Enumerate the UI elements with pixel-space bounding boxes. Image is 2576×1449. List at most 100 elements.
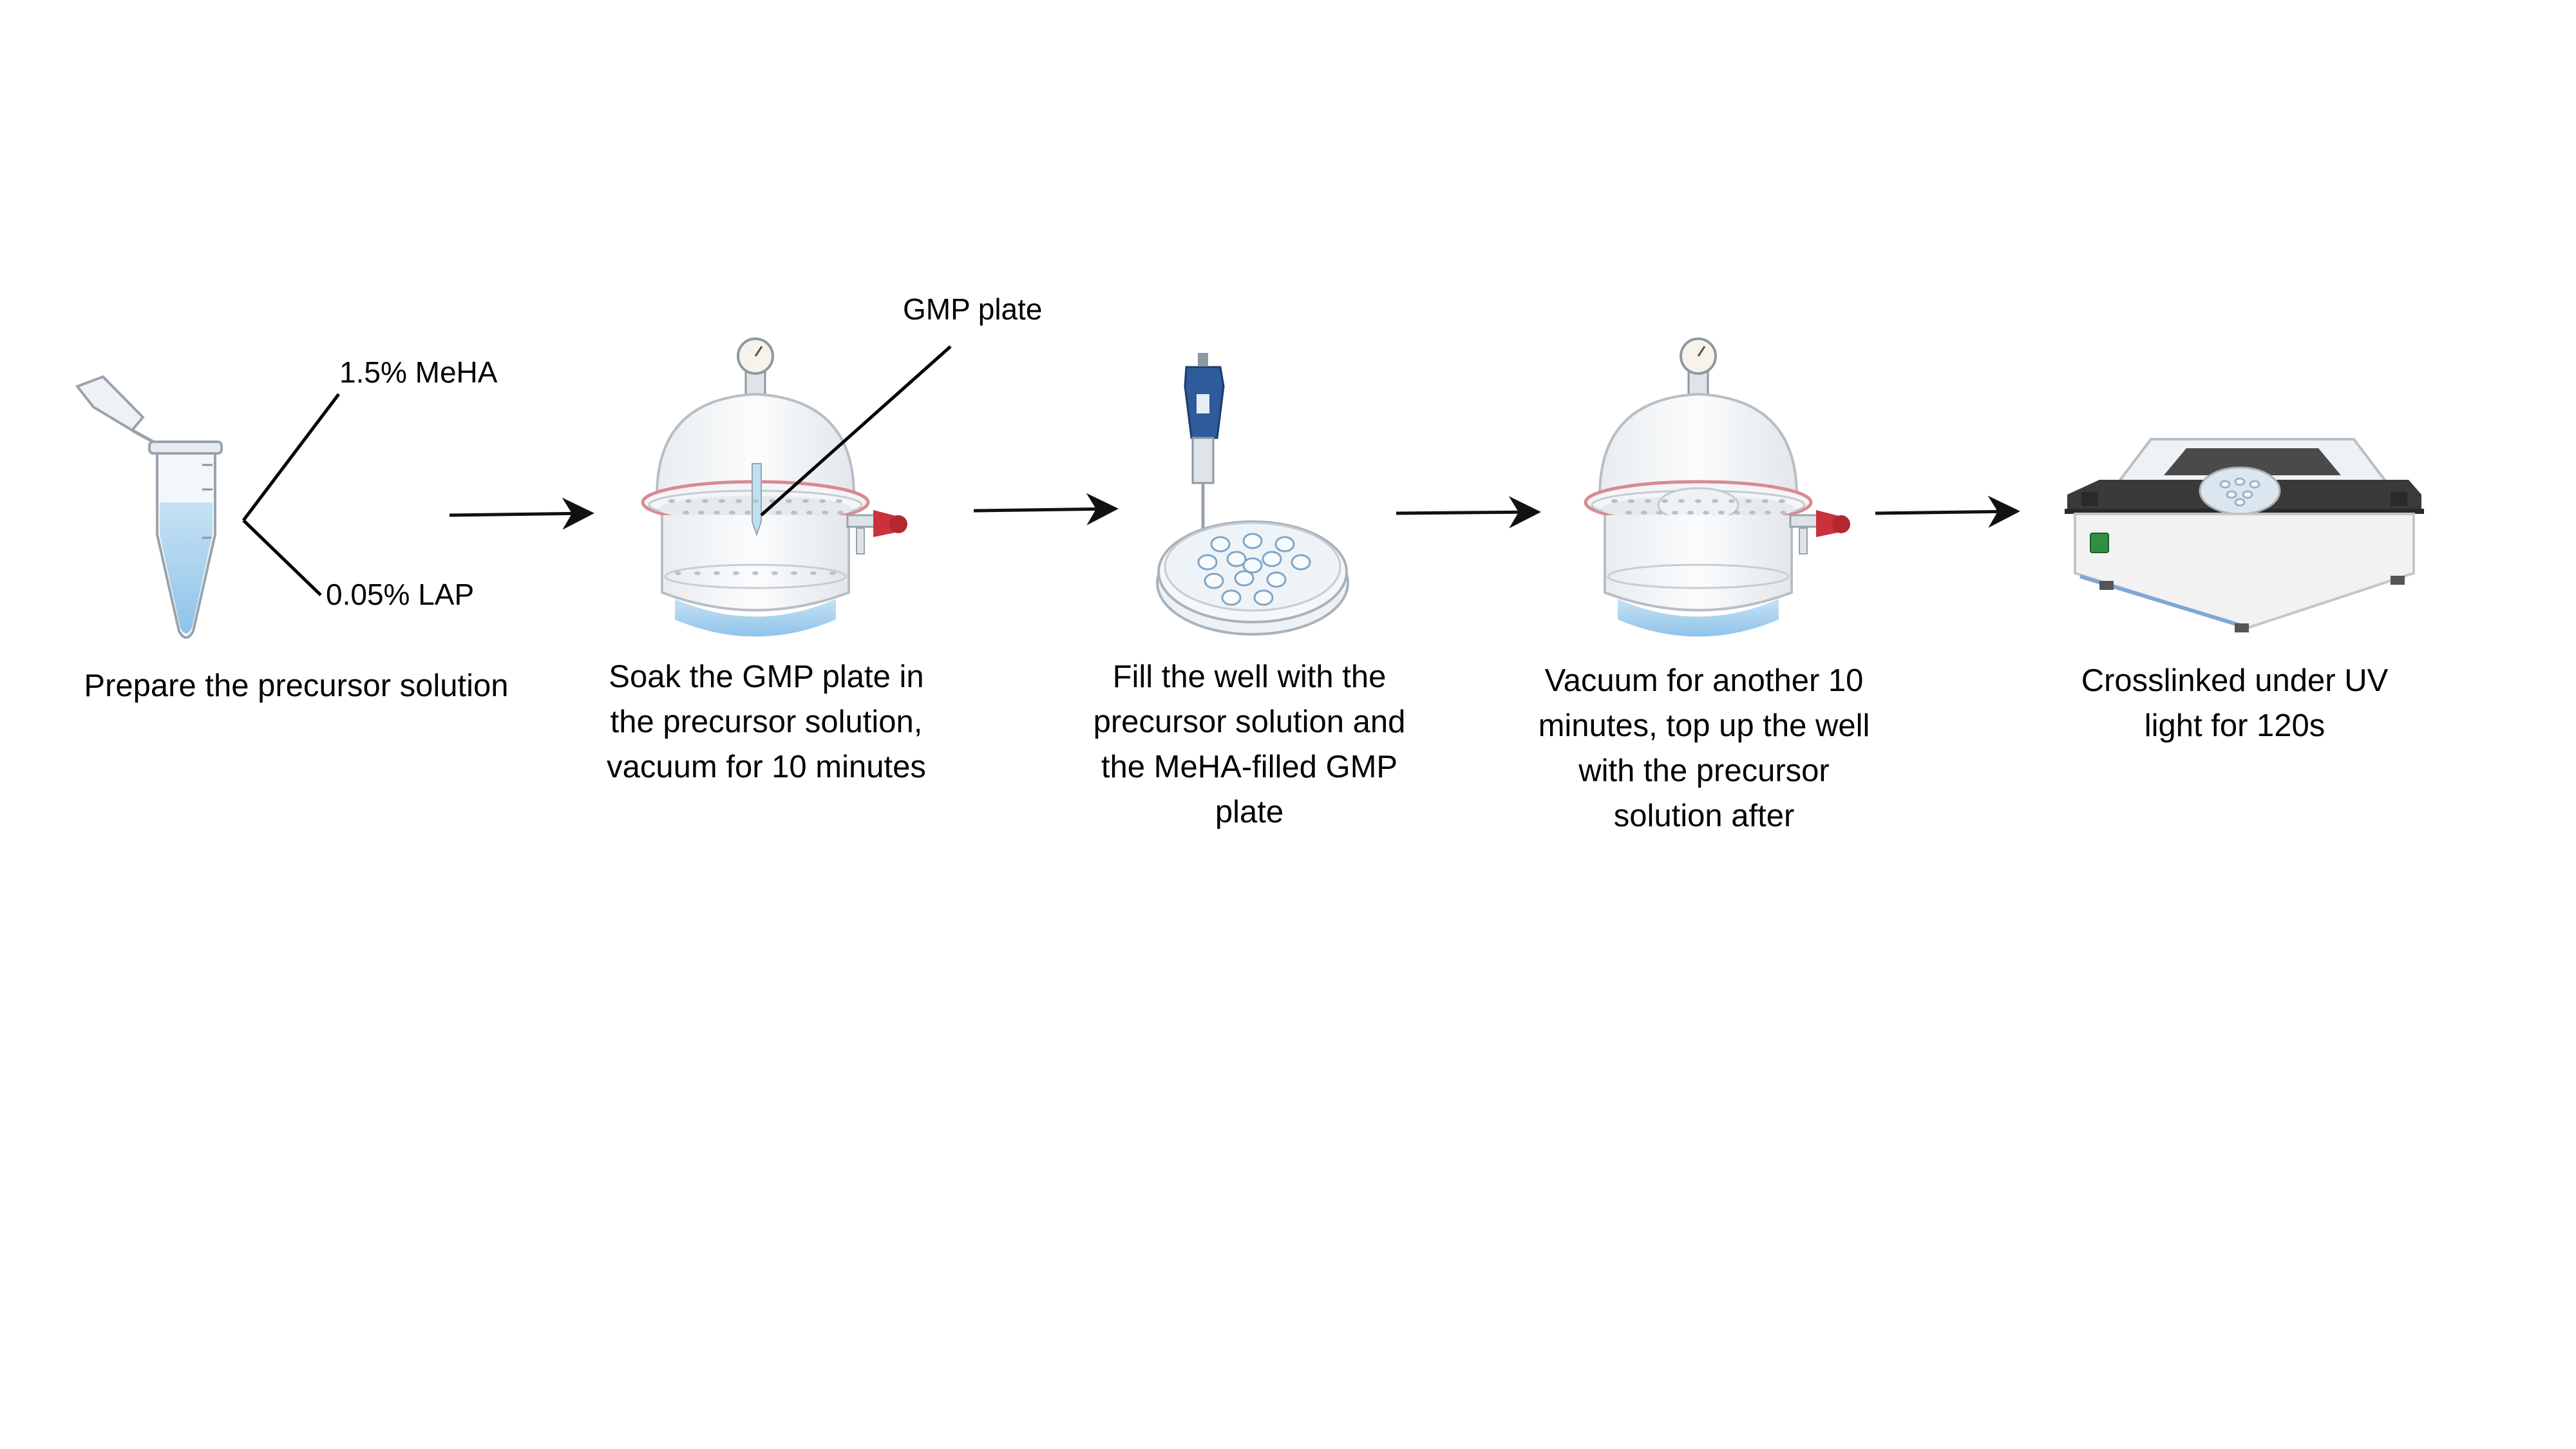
plate-hole xyxy=(1656,511,1663,515)
plate-hole xyxy=(802,499,809,503)
plate-hole xyxy=(1662,499,1668,503)
plate-well xyxy=(1210,536,1231,553)
gmp-plate-pointer-line xyxy=(760,345,952,516)
arrow-step2-to-step3 xyxy=(973,493,1119,526)
plate-well xyxy=(1234,570,1255,587)
uv-crosslinker-icon xyxy=(2065,438,2424,632)
plate-well xyxy=(1204,573,1224,589)
lap-label: 0.05% LAP xyxy=(326,578,475,611)
plate-hole xyxy=(1703,511,1709,515)
plate-hole xyxy=(1712,499,1718,503)
plate-hole xyxy=(733,571,739,575)
plate-well xyxy=(1253,589,1274,606)
step-2-caption-line: the precursor solution, xyxy=(610,705,923,739)
plate-well xyxy=(1221,589,1242,606)
plate-hole xyxy=(752,499,759,503)
step-4-caption-line: Vacuum for another 10 xyxy=(1544,663,1864,698)
plate-hole xyxy=(1611,499,1618,503)
plate-hole xyxy=(729,511,735,515)
plate-hole xyxy=(1628,499,1634,503)
plate-well xyxy=(2249,480,2260,489)
plate-well xyxy=(2234,498,2246,507)
plate-hole xyxy=(829,571,836,575)
arrow-step4-to-step5 xyxy=(1875,495,2020,528)
pipette-icon xyxy=(1184,353,1225,554)
flow-arrows xyxy=(449,493,2020,530)
plate-well xyxy=(1242,557,1263,574)
reagent-branch-lines xyxy=(242,393,340,596)
crosslinker-plate-wells xyxy=(2219,477,2260,507)
arrow-step3-to-step4 xyxy=(1396,496,1541,529)
plate-well xyxy=(2234,477,2246,486)
plate-hole xyxy=(1687,511,1694,515)
plate-hole xyxy=(822,511,828,515)
plate-hole xyxy=(1779,499,1785,503)
plate-well xyxy=(1274,536,1295,553)
plate-well xyxy=(1242,533,1263,549)
plate-hole xyxy=(1745,499,1752,503)
step-2-caption-line: Soak the GMP plate in xyxy=(609,659,924,694)
plate-well xyxy=(1266,571,1287,588)
plate-hole xyxy=(1718,511,1725,515)
plate-hole xyxy=(1762,499,1768,503)
plate-hole xyxy=(714,571,720,575)
plate-hole xyxy=(791,511,797,515)
plate-well xyxy=(1226,551,1247,567)
plate-hole xyxy=(775,511,782,515)
plate-hole xyxy=(1765,511,1771,515)
step-4-caption: Vacuum for another 10 minutes, top up th… xyxy=(1504,658,1904,838)
step-3-caption-line: plate xyxy=(1215,795,1284,829)
step-4-caption-line: solution after xyxy=(1613,799,1795,833)
step-4-caption-line: with the precursor xyxy=(1578,753,1830,788)
plate-hole xyxy=(698,511,705,515)
plate-hole xyxy=(675,571,681,575)
vacuum-desiccator-icon xyxy=(641,337,907,637)
plate-hole xyxy=(786,499,792,503)
plate-well xyxy=(2242,490,2253,499)
step-1-caption-line: Prepare the precursor solution xyxy=(84,668,509,703)
step-2-caption-line: vacuum for 10 minutes xyxy=(607,750,926,784)
plate-hole xyxy=(685,499,692,503)
plate-well xyxy=(1262,551,1282,567)
step-3-caption: Fill the well with the precursor solutio… xyxy=(1050,654,1449,835)
desiccator-plate-holes-lower xyxy=(675,571,836,575)
plate-well xyxy=(2226,490,2237,499)
plate-hole xyxy=(752,571,759,575)
plate-hole xyxy=(806,511,813,515)
plate-hole xyxy=(735,499,742,503)
plate-hole xyxy=(1695,499,1701,503)
microcentrifuge-tube-icon xyxy=(75,375,223,639)
vacuum-desiccator-icon xyxy=(1584,337,1850,637)
plate-hole xyxy=(1728,499,1735,503)
step-2-caption: Soak the GMP plate in the precursor solu… xyxy=(567,654,966,790)
plate-hole xyxy=(837,511,844,515)
plate-well xyxy=(1291,554,1311,571)
plate-hole xyxy=(683,511,689,515)
plate-hole xyxy=(1672,511,1678,515)
arrow-step1-to-step2 xyxy=(449,497,594,530)
plate-hole xyxy=(702,499,708,503)
desiccator-plate-holes xyxy=(1611,499,1786,515)
plate-well xyxy=(1197,554,1218,571)
plate-hole xyxy=(791,571,797,575)
plate-hole xyxy=(1678,499,1685,503)
gmp-plate-label: GMP plate xyxy=(903,292,1043,326)
plate-hole xyxy=(819,499,826,503)
step-5-caption-line: light for 120s xyxy=(2144,708,2325,743)
plate-hole xyxy=(772,571,778,575)
plate-hole xyxy=(714,511,720,515)
plate-hole xyxy=(1645,499,1651,503)
plate-hole xyxy=(1749,511,1756,515)
plate-hole xyxy=(1641,511,1647,515)
plate-hole xyxy=(744,511,751,515)
plate-hole xyxy=(836,499,842,503)
plate-hole xyxy=(810,571,817,575)
plate-hole xyxy=(1780,511,1786,515)
plate-hole xyxy=(1625,511,1632,515)
plate-hole xyxy=(719,499,725,503)
step-3-caption-line: Fill the well with the xyxy=(1112,659,1387,694)
step-1-caption: Prepare the precursor solution xyxy=(39,663,554,708)
plate-hole xyxy=(1734,511,1740,515)
